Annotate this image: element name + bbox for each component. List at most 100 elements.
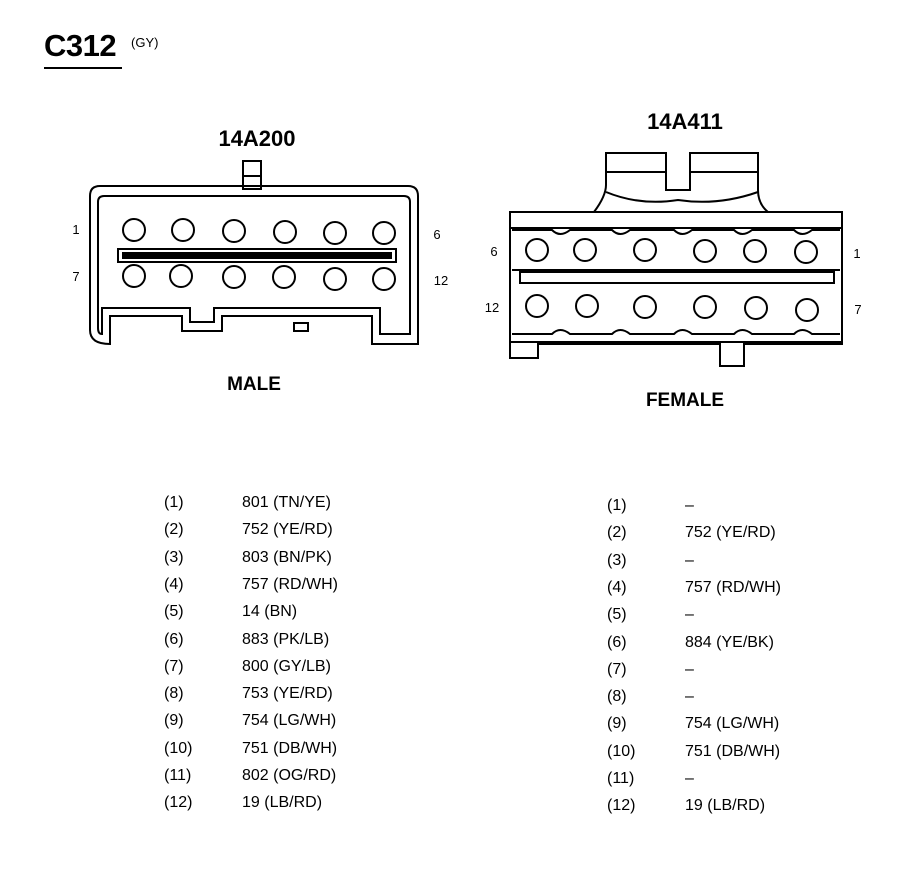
female-pin-wire: 754 (LG/WH) [685, 715, 780, 733]
female-label-top-right: 1 [853, 246, 860, 261]
female-pin-number: (3) [607, 551, 627, 569]
female-divider [519, 271, 835, 284]
female-label-top-left: 6 [490, 244, 497, 259]
female-pin-7 [795, 298, 819, 322]
male-pin-wire: 800 (GY/LB) [242, 657, 331, 675]
male-pin-10 [272, 265, 296, 289]
female-pin-number: (7) [607, 660, 627, 678]
male-pin-wire: 754 (LG/WH) [242, 712, 337, 730]
female-pin-wire: – [685, 688, 694, 706]
female-pin-6 [525, 238, 549, 262]
connector-color: (GY) [131, 35, 159, 50]
male-pin-wire: 883 (PK/LB) [242, 630, 330, 648]
male-pin-1 [122, 218, 146, 242]
female-pin-number: (6) [607, 633, 627, 651]
male-label-bottom-left: 7 [72, 269, 79, 284]
female-pin-number: (5) [607, 606, 627, 624]
male-pin-5 [323, 221, 347, 245]
female-connector: 14A411 [485, 109, 862, 411]
female-pin-number: (8) [607, 688, 627, 706]
male-pin-number: (10) [164, 739, 193, 757]
female-pin-wire: 884 (YE/BK) [685, 633, 774, 651]
female-pin-wire: 757 (RD/WH) [685, 578, 782, 596]
male-pin-number: (12) [164, 794, 193, 812]
female-pin-4 [633, 238, 657, 262]
male-pin-number: (7) [164, 657, 184, 675]
female-pin-number: (12) [607, 797, 636, 815]
female-pin-wire: 752 (YE/RD) [685, 524, 776, 542]
female-pin-number: (4) [607, 578, 627, 596]
male-pin-wire: 751 (DB/WH) [242, 739, 338, 757]
male-pin-11 [323, 267, 347, 291]
male-pin-2 [171, 218, 195, 242]
female-pin-5 [573, 238, 597, 262]
male-housing-outer [89, 185, 419, 346]
male-pin-12 [372, 267, 396, 291]
male-pin-wire: 752 (YE/RD) [242, 521, 333, 539]
male-pin-wire: 757 (RD/WH) [242, 575, 339, 593]
male-pin-wire: 753 (YE/RD) [242, 685, 333, 703]
male-pin-8 [169, 264, 193, 288]
male-pin-4 [273, 220, 297, 244]
male-pin-wire: 803 (BN/PK) [242, 548, 332, 566]
male-pin-number: (1) [164, 494, 184, 511]
female-pin-wire: 751 (DB/WH) [685, 742, 781, 760]
male-part-number: 14A200 [218, 126, 295, 151]
male-pin-3 [222, 219, 246, 243]
female-pin-10 [633, 295, 657, 319]
male-divider [117, 248, 397, 263]
female-housing-outer [509, 211, 843, 367]
female-pin-1 [794, 240, 818, 264]
female-pin-3 [693, 239, 717, 263]
male-pin-number: (4) [164, 575, 184, 593]
male-pin-6 [372, 221, 396, 245]
female-pin-wire: – [685, 497, 694, 514]
male-pin-7 [122, 264, 146, 288]
male-top-pins [122, 218, 396, 245]
female-pin-8 [744, 296, 768, 320]
female-top-pins [525, 238, 818, 264]
male-label-top-right: 6 [433, 227, 440, 242]
female-pin-number: (2) [607, 524, 627, 542]
male-pin-number: (11) [164, 767, 192, 784]
female-part-number: 14A411 [647, 109, 723, 134]
female-pin-number: (1) [607, 497, 627, 514]
female-label-bottom-left: 12 [485, 300, 499, 315]
male-pin-9 [222, 265, 246, 289]
female-pin-wire: – [685, 770, 694, 787]
title-underline [44, 67, 122, 69]
male-pin-number: (3) [164, 548, 184, 566]
female-pin-number: (9) [607, 715, 627, 733]
female-pin-number: (10) [607, 742, 636, 760]
female-top-cavity [512, 229, 840, 235]
male-bottom-pins [122, 264, 396, 291]
male-label-top-left: 1 [72, 222, 79, 237]
female-label: FEMALE [646, 390, 724, 411]
male-pin-wire: 802 (OG/RD) [242, 767, 337, 784]
male-pin-number: (2) [164, 521, 184, 539]
female-pin-wire: – [685, 551, 694, 569]
male-pin-wire: 14 (BN) [242, 603, 298, 621]
male-pin-number: (9) [164, 712, 184, 730]
female-pin-wire: – [685, 606, 694, 624]
female-pin-2 [743, 239, 767, 263]
female-pin-12 [525, 294, 549, 318]
male-pin-wire: 19 (LB/RD) [242, 794, 323, 812]
female-pin-wire: 19 (LB/RD) [685, 797, 766, 815]
female-pin-wire: – [685, 660, 694, 678]
connector-id: C312 [44, 28, 117, 63]
male-pin-number: (5) [164, 603, 184, 621]
male-pin-number: (6) [164, 630, 184, 648]
female-bottom-cavity [512, 329, 840, 335]
female-latch [593, 152, 769, 213]
male-housing-inner [97, 195, 411, 336]
male-pin-wire: 801 (TN/YE) [242, 494, 331, 511]
female-pin-9 [693, 295, 717, 319]
female-bottom-pins [525, 294, 819, 322]
female-pin-number: (11) [607, 770, 635, 787]
male-label-bottom-right: 12 [434, 273, 448, 288]
male-connector: 14A200 1 [72, 126, 448, 395]
male-label: MALE [227, 374, 281, 395]
male-pin-number: (8) [164, 685, 184, 703]
